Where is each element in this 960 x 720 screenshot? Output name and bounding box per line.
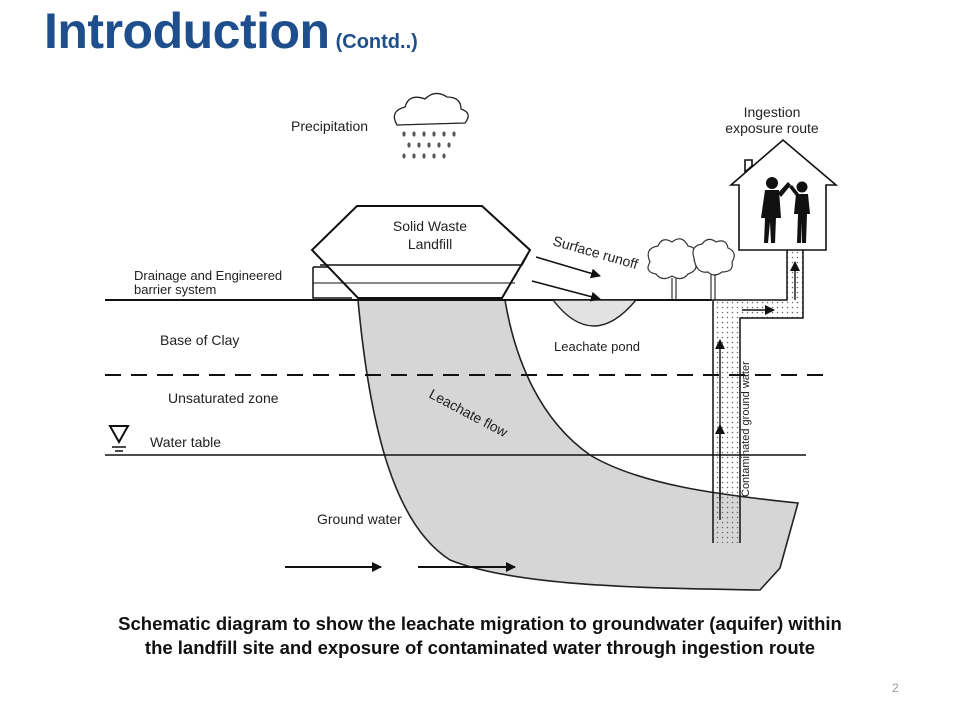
leachate-diagram: Precipitation Ingestion exposure route S… [105, 92, 839, 591]
slide-title: Introduction(Contd..) [44, 2, 418, 60]
water-table-label: Water table [150, 434, 221, 450]
title-suffix: (Contd..) [335, 31, 418, 53]
leachate-plume [357, 299, 800, 591]
landfill-label-line1: Solid Waste [393, 218, 467, 234]
caption-line-2: the landfill site and exposure of contam… [144, 637, 816, 658]
leachate-pond [551, 299, 638, 327]
figure-caption: Schematic diagram to show the leachate m… [0, 612, 960, 660]
people-drinking-icon [761, 177, 810, 243]
drainage-label-line1: Drainage and Engineered [134, 268, 282, 283]
landfill [310, 205, 532, 299]
runoff-arrow-2 [531, 280, 601, 302]
landfill-label-line2: Landfill [408, 236, 452, 252]
ingestion-label-line2: exposure route [725, 120, 819, 136]
base-of-clay-label: Base of Clay [160, 332, 239, 348]
house-icon [728, 138, 839, 251]
unsaturated-zone-label: Unsaturated zone [168, 390, 279, 406]
water-table-icon [108, 425, 130, 452]
contaminated-water-pipe [712, 250, 804, 543]
runoff-arrow-1 [535, 256, 601, 279]
contaminated-ground-water-label: Contaminated ground water [740, 361, 752, 497]
ingestion-label-line1: Ingestion [744, 104, 801, 120]
page-number: 2 [892, 681, 899, 695]
caption-line-1: Schematic diagram to show the leachate m… [118, 613, 842, 634]
leachate-pond-label: Leachate pond [554, 339, 640, 354]
drainage-label-line2: barrier system [134, 282, 216, 297]
rain-cloud-icon [393, 92, 469, 159]
precipitation-label: Precipitation [291, 118, 368, 134]
title-text: Introduction [44, 3, 330, 59]
ground-water-label: Ground water [317, 511, 402, 527]
trees-icon [647, 238, 735, 300]
